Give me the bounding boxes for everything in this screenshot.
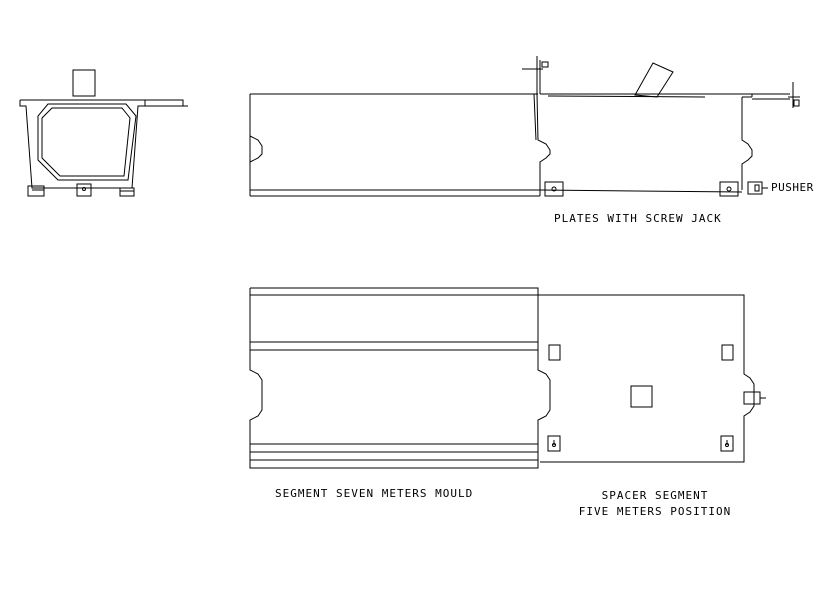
mould-outline [249,287,551,469]
label-segment-mould: SEGMENT SEVEN METERS MOULD [275,487,474,500]
cross-section-support-right [119,187,135,197]
label-pusher: PUSHER [771,181,814,194]
screw-jack-plate-left [544,181,564,197]
cross-section-inner-void [37,103,137,181]
cross-section-outer-outline [19,99,188,189]
cross-section-support-mid [76,183,92,197]
spacer-plate-top-right [721,344,734,361]
label-spacer-segment-line2: FIVE METERS POSITION [578,505,732,518]
plan-pusher-block [743,391,761,405]
label-plates-with-screw-jack: PLATES WITH SCREW JACK [554,212,722,225]
spacer-center-block [630,385,653,408]
screw-jack-plate-right [719,181,739,197]
spacer-outline [538,294,755,463]
elevation-joint-line [536,93,551,196]
spacer-plate-top-left [548,344,561,361]
label-spacer-segment-line1: SPACER SEGMENT [601,489,709,502]
spacer-plate-bottom-left [547,435,561,452]
cross-section-top-block [72,69,96,97]
plan-view [249,287,766,469]
spacer-plate-bottom-right [720,435,734,452]
elevation-view [249,56,800,197]
inclined-jack [634,62,674,98]
cross-section-support-left [27,185,45,197]
label-spacer-segment: SPACER SEGMENT FIVE METERS POSITION [555,489,755,518]
cross-section-view [19,69,188,197]
